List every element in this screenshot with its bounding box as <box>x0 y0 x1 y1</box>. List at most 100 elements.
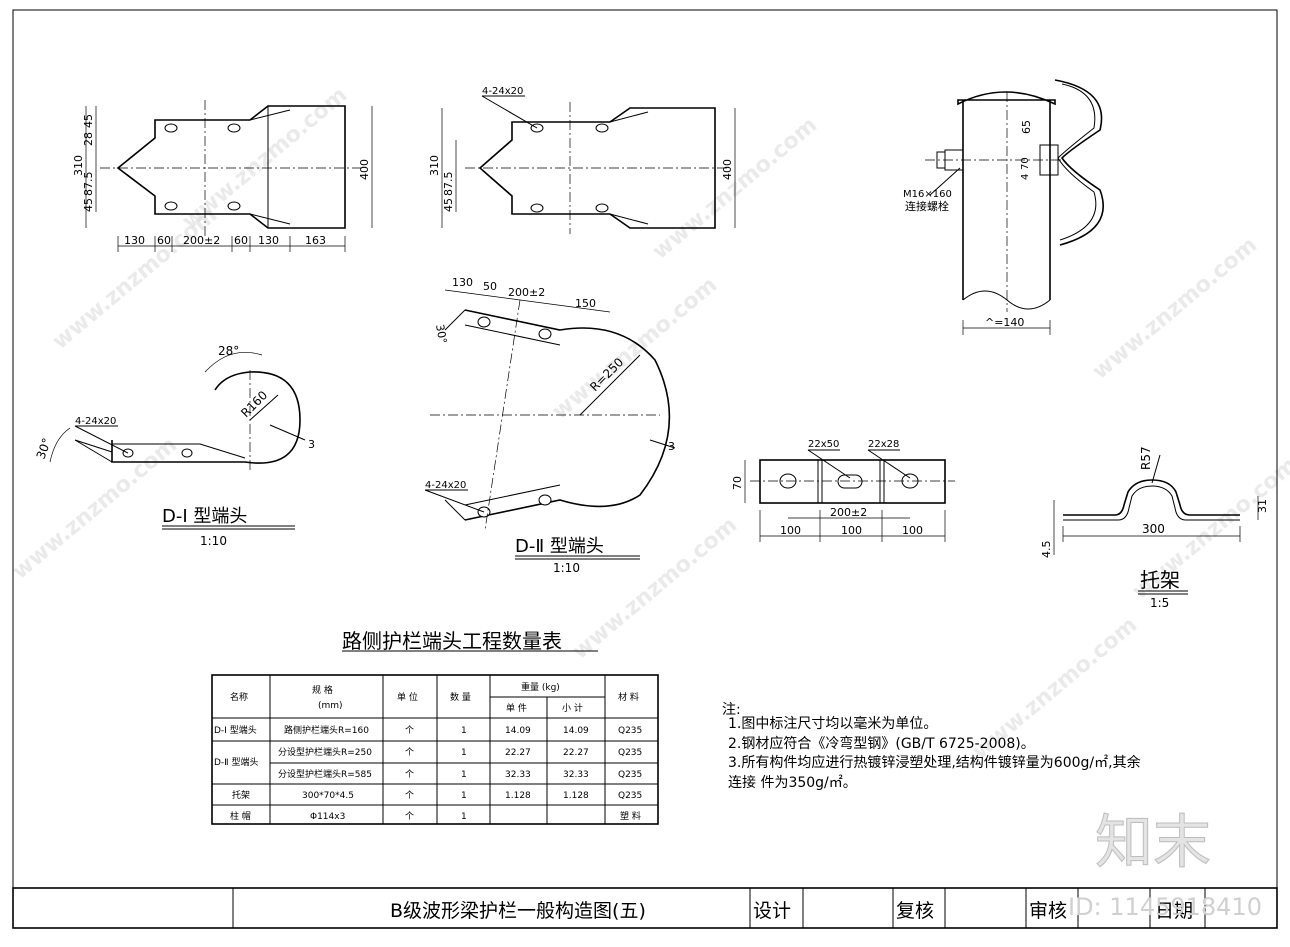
d1-plan-hole <box>227 123 241 133</box>
radius-leader <box>1151 454 1161 484</box>
bracket-profile-inner <box>1063 485 1240 521</box>
d2-plan-hole <box>595 123 609 133</box>
d2-section-hole <box>477 316 491 328</box>
d1-plan-hole <box>164 201 178 211</box>
td-unit: 个 <box>405 747 414 758</box>
td-material: Q235 <box>618 748 642 758</box>
dim-text: 3 <box>668 440 675 453</box>
td-unit: 个 <box>405 790 414 801</box>
leader-line <box>481 95 538 129</box>
dim-text: 87.5 <box>82 172 95 197</box>
d2-plan-slant <box>609 111 649 123</box>
watermark-layer: www.znzmo.com www.znzmo.com www.znzmo.co… <box>8 83 1290 765</box>
td-name: D-Ⅱ 型端头 <box>214 756 258 768</box>
bracket-plan-view: 22x50 22x28 70 200±2 100 100 100 <box>731 439 955 542</box>
dim-text: 28 <box>82 132 95 146</box>
dim-text: 4.5 <box>1040 541 1053 559</box>
dim-text: 100 <box>841 524 862 537</box>
td-single: 32.33 <box>505 770 531 780</box>
dim-text: 60 <box>234 234 248 247</box>
th-unit: 单 位 <box>397 691 418 703</box>
dim-text: 130 <box>124 234 145 247</box>
leader-line <box>424 489 485 513</box>
td-material: Q235 <box>618 770 642 780</box>
design-label: 设计 <box>753 900 791 922</box>
watermark-site: www.znzmo.com <box>548 273 722 425</box>
d1-plan-outline <box>116 105 346 229</box>
note-line: 1.图中标注尺寸均以毫米为单位。 <box>728 715 937 732</box>
post-detail-view: M16×160 连接螺栓 65 70 4 ^=140 <box>903 79 1104 335</box>
th-weight-single: 单 件 <box>506 702 527 714</box>
d2-plan-slant <box>609 213 649 225</box>
notes-block: 注: 1.图中标注尺寸均以毫米为单位。 2.钢材应符合《冷弯型钢》(GB/T 6… <box>722 702 1141 791</box>
d1-section-inner <box>112 443 246 459</box>
td-spec: 路侧护栏端头R=160 <box>284 724 369 736</box>
d1-angle-arc <box>204 352 263 373</box>
th-spec: 规 格 <box>312 684 333 696</box>
d2-section-scale: 1:10 <box>553 561 580 575</box>
bolt-label-spec: M16×160 <box>903 189 952 200</box>
bracket-radius: R57 <box>1139 446 1153 470</box>
dim-text: 4 <box>1020 174 1031 180</box>
leader-line <box>74 425 129 454</box>
dim-text: 400 <box>358 159 371 180</box>
quantity-table: 路侧护栏端头工程数量表 名称 规 格 (mm) 单 位 数 量 重量 (kg) … <box>211 629 659 825</box>
td-subtotal: 1.128 <box>563 791 589 801</box>
bracket-title: 托架 <box>1140 568 1180 592</box>
d2-section-tail <box>444 309 466 331</box>
td-name: 托架 <box>232 789 250 801</box>
table-title: 路侧护栏端头工程数量表 <box>342 629 562 653</box>
rail-profile <box>1054 79 1104 246</box>
date-label: 日期 <box>1155 900 1193 922</box>
td-subtotal: 32.33 <box>563 770 589 780</box>
d1-angle-arc-left <box>49 427 71 463</box>
dim-text: 130 <box>258 234 279 247</box>
drawing-title: B级波形梁护栏一般构造图(五) <box>390 900 646 922</box>
bolt-label-name: 连接螺栓 <box>905 199 949 213</box>
dim-text: 400 <box>721 159 734 180</box>
dim-text: 163 <box>305 234 326 247</box>
post-break <box>962 290 1051 310</box>
dim-text: 200±2 <box>508 286 545 299</box>
dim-text: 45 <box>442 198 455 212</box>
d1-plan-view: 130 60 200±2 60 130 163 28 45 310 87.5 4… <box>72 100 373 252</box>
dim-text: 200±2 <box>183 234 220 247</box>
td-material: Q235 <box>618 726 642 736</box>
d1-section-view: R160 28° 30° 4-24x20 3 D-Ⅰ 型端头 1:10 <box>34 344 315 548</box>
dim-text: 200±2 <box>830 506 867 519</box>
td-subtotal: 14.09 <box>563 726 589 736</box>
d1-section-hole <box>181 448 193 458</box>
d1-section-outline <box>111 371 301 464</box>
leader-line <box>867 449 911 479</box>
dim-text: 70 <box>731 476 744 490</box>
d1-radius-label: R160 <box>238 388 270 420</box>
bracket-plate <box>759 459 946 504</box>
td-spec: 分设型护栏端头R=250 <box>278 746 372 758</box>
watermark-site: www.znzmo.com <box>1088 233 1262 385</box>
hole-label: 4-24x20 <box>482 86 523 97</box>
td-single: 22.27 <box>505 748 531 758</box>
dim-text: 65 <box>1020 120 1033 134</box>
thickness-leader <box>269 424 306 441</box>
d2-plan-hole <box>595 203 609 213</box>
th-weight-subtotal: 小 计 <box>562 702 583 714</box>
sheet-border <box>12 9 1278 929</box>
th-spec-unit: (mm) <box>318 701 343 711</box>
td-spec: 分设型护栏端头R=585 <box>278 768 372 780</box>
td-material: Q235 <box>618 791 642 801</box>
thickness-leader <box>649 439 676 449</box>
review-label: 复核 <box>896 900 934 922</box>
d2-radius-line <box>579 354 641 416</box>
d2-plan-view: 4-24x20 310 87.5 45 400 <box>428 86 736 234</box>
dim-text: 150 <box>575 297 596 310</box>
d2-section-view: R=250 130 50 200±2 150 30° 3 4-24x20 D-Ⅱ… <box>424 276 676 575</box>
d1-angle-left: 30° <box>34 436 54 461</box>
d1-radius-line <box>249 394 279 421</box>
dim-text: 45 <box>82 198 95 212</box>
notes-heading: 注: <box>722 702 741 718</box>
dim-text: 130 <box>452 276 473 289</box>
td-unit: 个 <box>405 811 414 822</box>
d2-section-title: D-Ⅱ 型端头 <box>515 536 604 557</box>
